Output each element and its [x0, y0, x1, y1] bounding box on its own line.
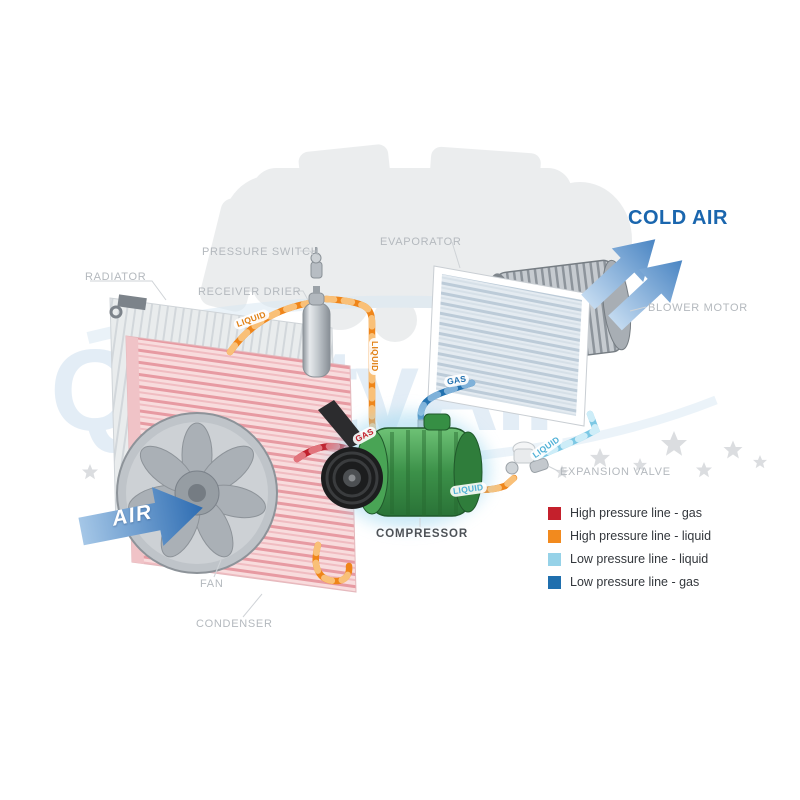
label-connectors — [90, 241, 647, 618]
legend-swatch-darkblue — [548, 575, 561, 589]
evaporator-label: EVAPORATOR — [380, 236, 462, 248]
pipe-label-liquid-2: LIQUID — [369, 338, 380, 375]
receiver-drier-label: RECEIVER DRIER — [198, 286, 302, 298]
radiator-label: RADIATOR — [85, 271, 147, 283]
fan — [116, 412, 278, 574]
legend-item-low-pressure-gas: Low pressure line - gas — [548, 575, 711, 589]
condenser-label: CONDENSER — [196, 618, 273, 630]
legend-swatch-orange — [548, 529, 561, 543]
radiator-bracket — [117, 294, 147, 311]
fan-label: FAN — [200, 578, 224, 590]
compressor-pulley — [321, 447, 383, 509]
receiver-drier — [302, 286, 331, 378]
compressor-manifold — [423, 413, 451, 431]
legend-label: High pressure line - gas — [570, 506, 703, 520]
pressure-switch — [310, 247, 323, 279]
pressure-switch-label: PRESSURE SWITCH — [202, 246, 320, 258]
legend-swatch-red — [548, 506, 561, 520]
legend-swatch-lightblue — [548, 552, 561, 566]
legend-item-high-pressure-gas: High pressure line - gas — [548, 506, 711, 520]
legend-label: Low pressure line - gas — [570, 575, 700, 589]
cold-air-label: COLD AIR — [628, 207, 728, 229]
air-flow-arrow — [78, 487, 203, 547]
engine-ghost — [199, 144, 633, 342]
blower-motor-label: BLOWER MOTOR — [648, 302, 748, 314]
legend-item-low-pressure-liquid: Low pressure line - liquid — [548, 552, 711, 566]
compressor-label: COMPRESSOR — [376, 528, 469, 540]
evaporator — [427, 265, 591, 427]
legend: High pressure line - gas High pressure l… — [548, 506, 711, 598]
legend-label: High pressure line - liquid — [570, 529, 712, 543]
legend-label: Low pressure line - liquid — [570, 552, 709, 566]
expansion-valve-label: EXPANSION VALVE — [560, 466, 671, 478]
legend-item-high-pressure-liquid: High pressure line - liquid — [548, 529, 711, 543]
